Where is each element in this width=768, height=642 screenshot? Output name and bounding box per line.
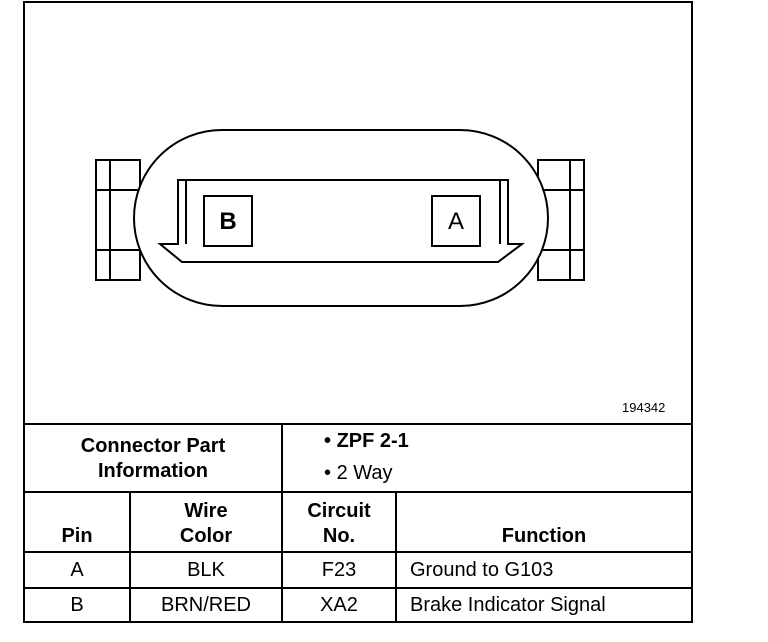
- row-b-circuit: XA2: [320, 593, 358, 616]
- connector-info-label: Connector Part Information: [24, 430, 282, 488]
- row-a-circuit: F23: [321, 558, 357, 581]
- row-a-wire: BLK: [187, 558, 225, 581]
- row-b-pin: B: [70, 593, 84, 616]
- connector-body: [133, 129, 549, 307]
- pin-label-a: A: [448, 208, 464, 235]
- figure-id: 194342: [622, 400, 666, 415]
- info-item-2: • 2 Way: [324, 462, 393, 484]
- row-b-wire: BRN/RED: [160, 593, 251, 616]
- connector-rim: [157, 179, 525, 263]
- row-a-pin: A: [70, 558, 84, 581]
- row-a-function: Ground to G103: [410, 558, 554, 581]
- header-circuit-no: Circuit No.: [307, 500, 371, 547]
- connector-info-line2: Information: [98, 460, 208, 482]
- connector-info-line1: Connector Part: [80, 435, 226, 457]
- header-function: Function: [501, 524, 587, 547]
- outer-frame: [23, 1, 693, 623]
- cavity-b: [203, 195, 253, 247]
- header-wire-color: Wire Color: [179, 500, 233, 547]
- info-item-1: • ZPF 2-1: [324, 430, 409, 452]
- row-b-function: Brake Indicator Signal: [410, 593, 606, 616]
- cavity-a: [431, 195, 481, 247]
- connector-illustration: [95, 129, 585, 307]
- bullet-icon: •: [324, 430, 337, 452]
- pin-label-b: B: [219, 208, 236, 235]
- bullet-icon: •: [324, 462, 337, 484]
- header-pin: Pin: [61, 524, 93, 547]
